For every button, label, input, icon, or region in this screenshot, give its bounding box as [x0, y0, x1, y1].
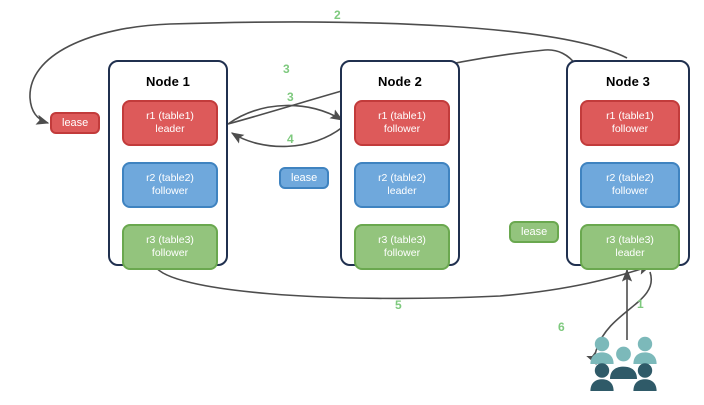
node-box-3[interactable]: Node 3 r1 (table1) follower r2 (table2) … — [566, 60, 690, 270]
replica-role: leader — [615, 247, 645, 259]
replica-name: r2 (table2) — [378, 172, 426, 184]
replica-name: r1 (table1) — [606, 110, 654, 122]
replica-name: r3 (table3) — [378, 234, 426, 246]
replica-role: follower — [383, 123, 421, 135]
replica-n2-r2[interactable]: r2 (table2) leader — [354, 162, 450, 208]
replica-role: follower — [611, 123, 649, 135]
replica-role: follower — [151, 247, 189, 259]
node-box-1[interactable]: Node 1 r1 (table1) leader r2 (table2) fo… — [108, 60, 228, 270]
replica-n3-r2[interactable]: r2 (table2) follower — [580, 162, 680, 208]
replica-n1-r2[interactable]: r2 (table2) follower — [122, 162, 218, 208]
replica-name: r1 (table1) — [146, 110, 194, 122]
replica-role: leader — [387, 185, 417, 197]
replica-name: r2 (table2) — [606, 172, 654, 184]
node-title-2: Node 2 — [378, 74, 422, 89]
lease-chip-red[interactable]: lease — [50, 112, 101, 134]
replica-n3-r1[interactable]: r1 (table1) follower — [580, 100, 680, 146]
step-label-3-lower: 3 — [287, 90, 294, 104]
replica-n3-r3[interactable]: r3 (table3) leader — [580, 224, 680, 270]
replica-role: follower — [383, 247, 421, 259]
arrow-step-5 — [154, 264, 652, 300]
step-label-2: 2 — [334, 8, 341, 22]
replica-n2-r3[interactable]: r3 (table3) follower — [354, 224, 450, 270]
lease-chip-blue[interactable]: lease — [279, 167, 330, 189]
replica-name: r2 (table2) — [146, 172, 194, 184]
step-label-6: 6 — [558, 320, 565, 334]
step-label-3-upper: 3 — [283, 62, 290, 76]
node-title-1: Node 1 — [146, 74, 190, 89]
replica-role: follower — [611, 185, 649, 197]
node-box-2[interactable]: Node 2 r1 (table1) follower r2 (table2) … — [340, 60, 460, 270]
replica-n1-r3[interactable]: r3 (table3) follower — [122, 224, 218, 270]
replica-name: r1 (table1) — [378, 110, 426, 122]
users-group-icon — [590, 336, 657, 391]
replica-n2-r1[interactable]: r1 (table1) follower — [354, 100, 450, 146]
replica-name: r3 (table3) — [606, 234, 654, 246]
step-label-5: 5 — [395, 298, 402, 312]
replica-role: follower — [151, 185, 189, 197]
replica-role: leader — [155, 123, 185, 135]
step-label-1: 1 — [637, 297, 644, 311]
replica-n1-r1[interactable]: r1 (table1) leader — [122, 100, 218, 146]
step-label-4: 4 — [287, 132, 294, 146]
lease-chip-green[interactable]: lease — [509, 221, 560, 243]
arrow-step-3-lower — [227, 104, 344, 125]
node-title-3: Node 3 — [606, 74, 650, 89]
replica-name: r3 (table3) — [146, 234, 194, 246]
